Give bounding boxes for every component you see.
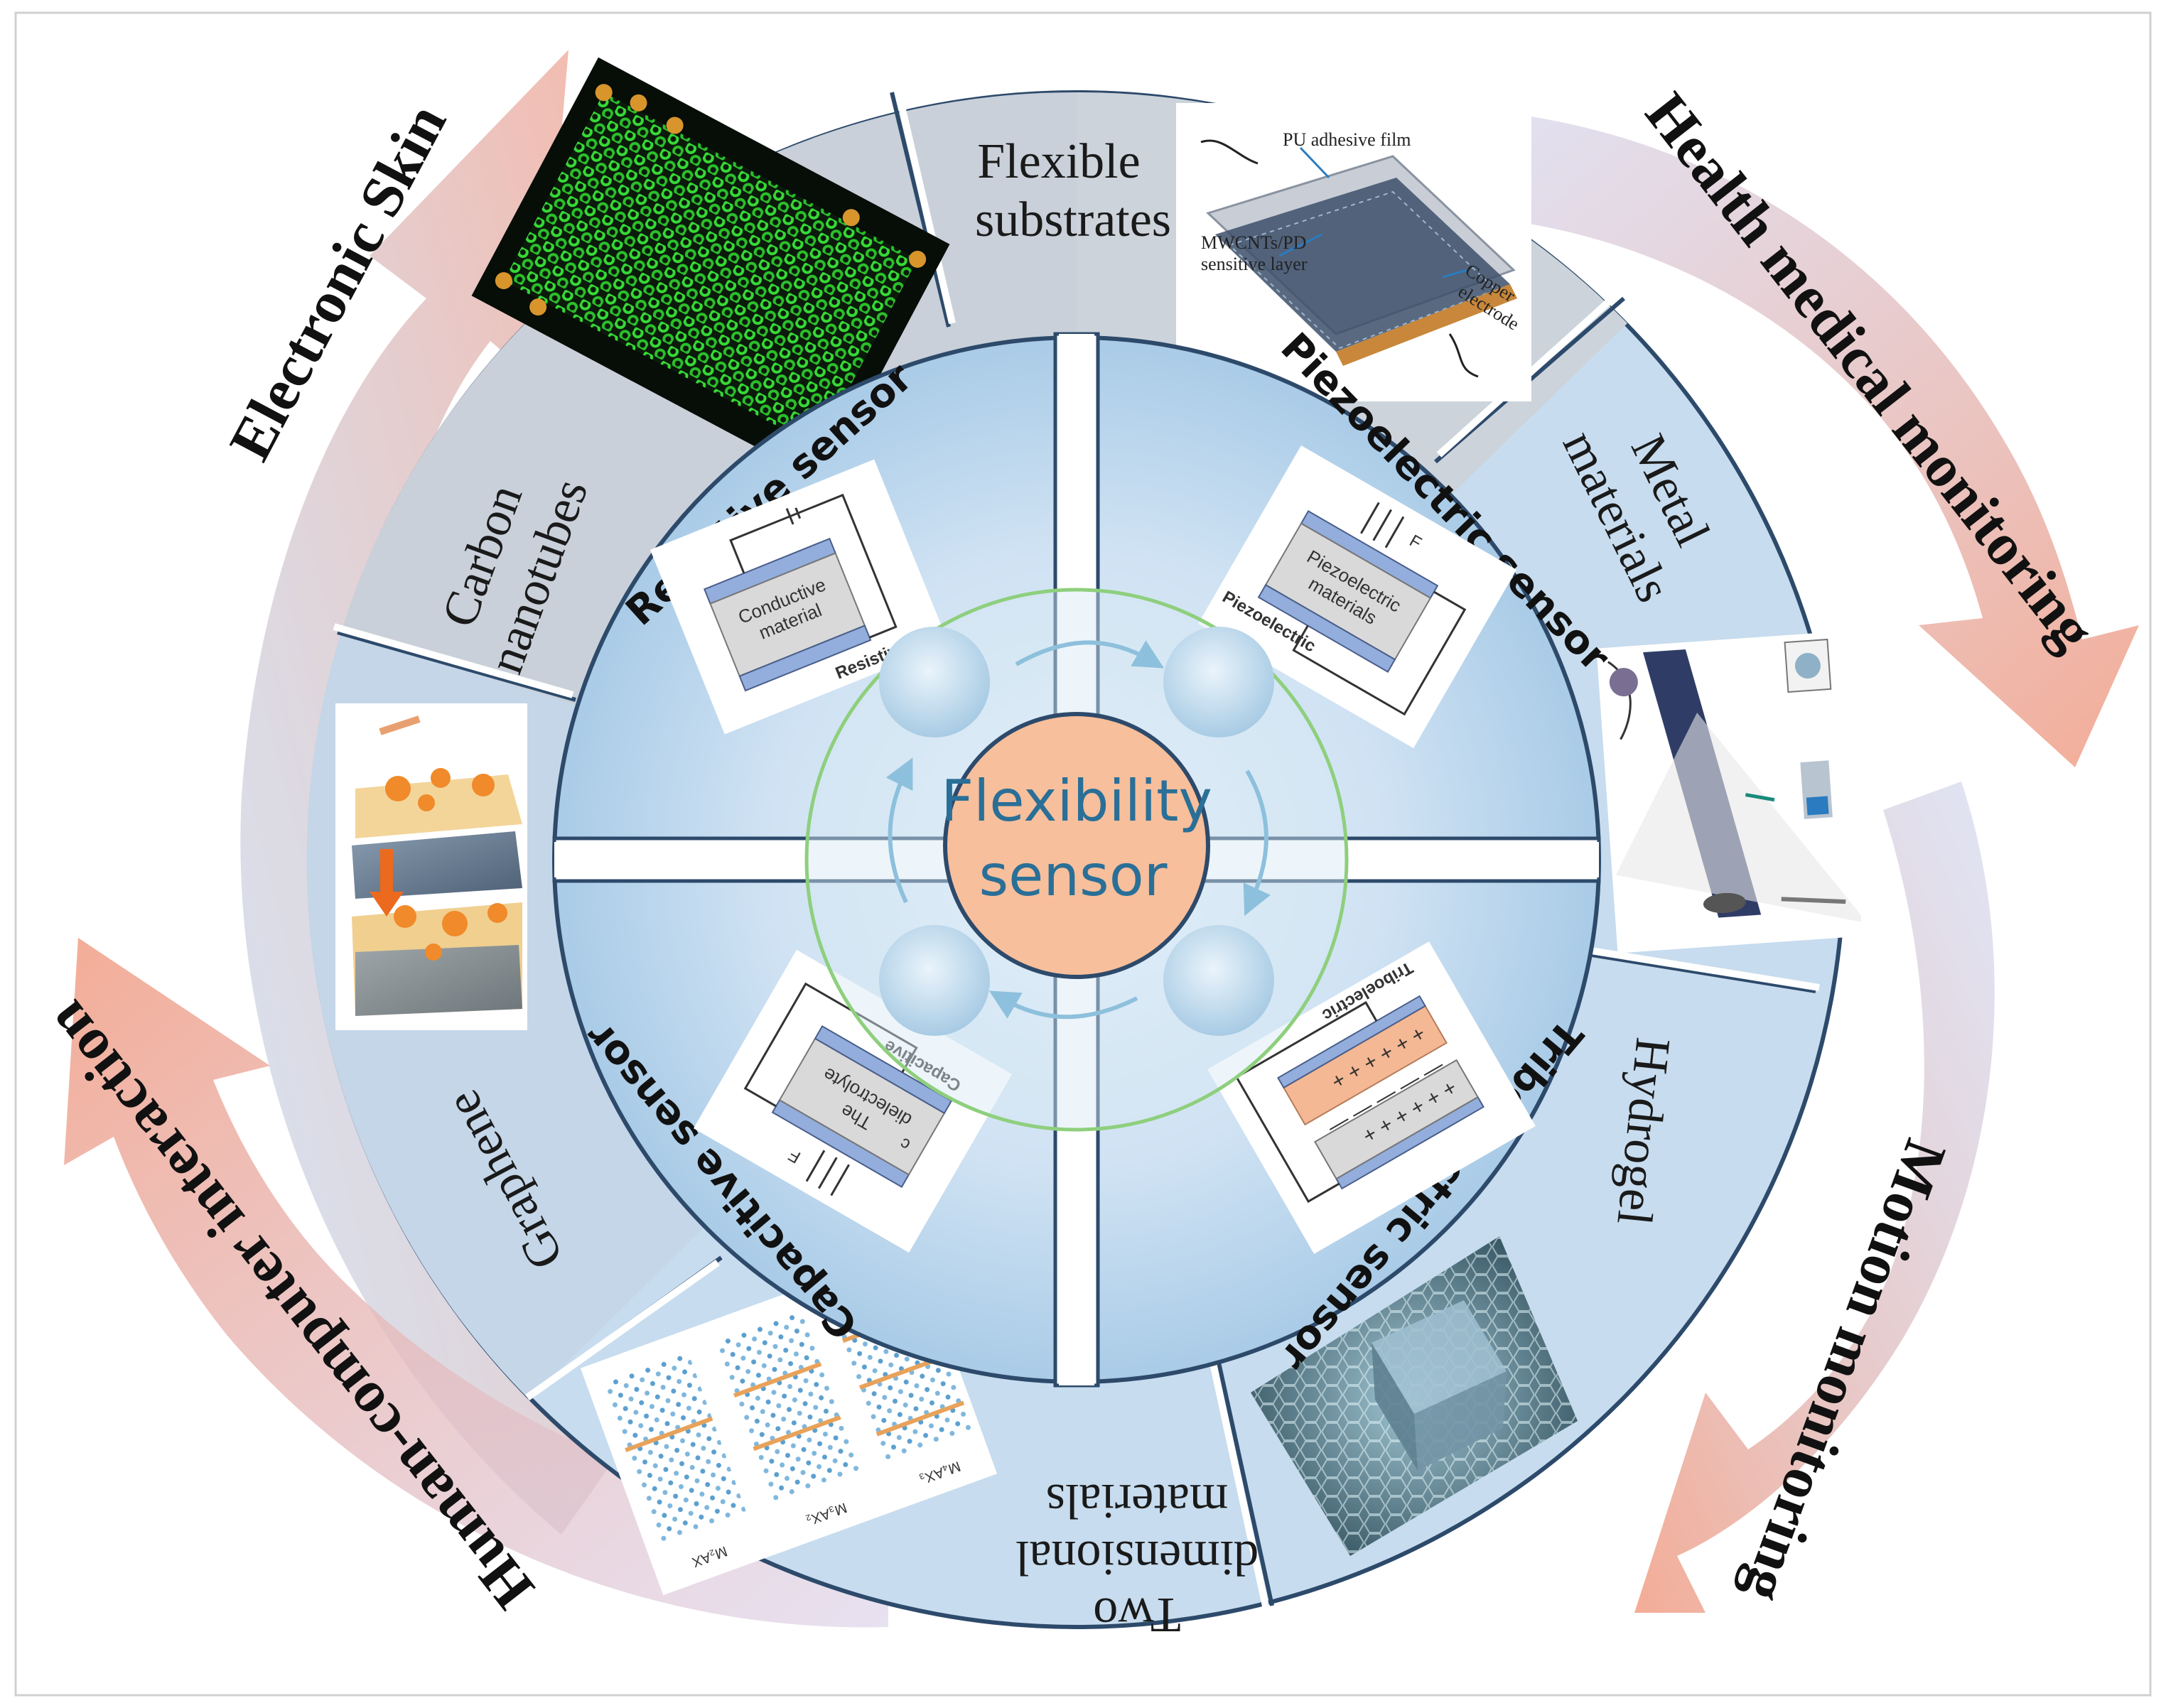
svg-text:Two: Two: [1093, 1587, 1180, 1642]
core-line-2: sensor: [979, 843, 1167, 909]
core-flexibility-sensor: Flexibility sensor: [941, 712, 1212, 979]
svg-text:MWCNTs/PD: MWCNTs/PD: [1201, 232, 1306, 253]
svg-text:Flexible: Flexible: [977, 134, 1140, 189]
metal-materials-image: [1596, 631, 1866, 953]
svg-text:materials: materials: [1046, 1474, 1229, 1528]
two-dimensional-label: Two dimensional materials: [1015, 1474, 1259, 1642]
svg-text:substrates: substrates: [975, 193, 1171, 247]
capacitive-figure: F c The dielectrolyte Capacitive: [693, 949, 1013, 1253]
graphene-image: [335, 703, 527, 1030]
piezoelectric-figure: F Piezoelectric materials Piezoelectric: [1197, 445, 1517, 749]
hydrogel-image: [1251, 1236, 1578, 1556]
flexible-substrates-label: Flexible substrates: [975, 134, 1171, 247]
resistive-figure: Conductive material Resistive: [650, 459, 949, 735]
triboelectric-figure: + + + + + + — — — — — + + + + + + Triboe…: [1207, 941, 1536, 1254]
flexible-substrate-image: PU adhesive film MWCNTs/PD sensitive lay…: [1176, 103, 1531, 401]
svg-text:sensitive layer: sensitive layer: [1201, 254, 1308, 274]
svg-text:PU adhesive film: PU adhesive film: [1283, 129, 1411, 150]
svg-text:dimensional: dimensional: [1015, 1530, 1259, 1585]
core-line-1: Flexibility: [941, 768, 1212, 834]
